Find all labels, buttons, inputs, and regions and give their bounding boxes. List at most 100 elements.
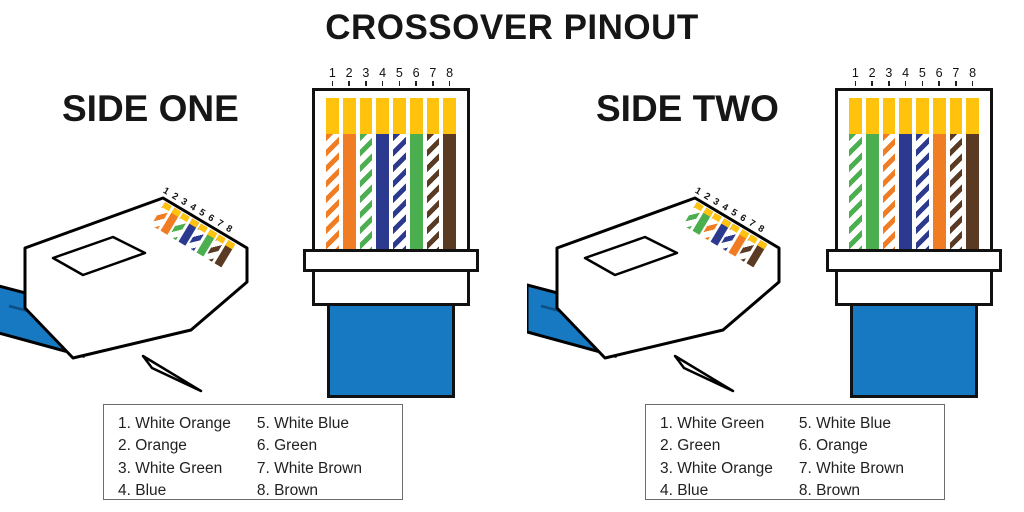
gold-contact [409,98,423,134]
legend-entry: 7. White Brown [798,459,904,477]
pin-number-4: 4 [899,66,912,86]
legend-entry: 3. White Orange [660,459,773,477]
pin-number-4: 4 [376,66,389,86]
pin-number-2: 2 [343,66,356,86]
legend-entry: 3. White Green [118,459,223,477]
pin-number-2: 2 [866,66,879,86]
pin-number-6: 6 [933,66,946,86]
cable [327,306,455,398]
legend-entry: 1. White Orange [118,415,231,432]
gold-contact [849,98,862,134]
legend-entry: 5. White Blue [798,415,892,432]
wire-bundle [326,98,456,254]
wire-blue [376,134,389,254]
wire-pin-1 [326,98,339,254]
pin-number-1: 1 [849,66,862,86]
legend-entry: 6. Green [256,437,318,455]
gold-contact [949,98,963,134]
pin-number-5: 5 [393,66,406,86]
wire-white-brown [426,134,440,254]
legend-entry: 2. Orange [118,437,187,455]
wire-pin-7 [949,98,963,254]
gold-contact [376,98,389,134]
wire-green [409,134,423,254]
wire-orange [342,134,356,254]
legend-entry: 4. Blue [660,482,709,500]
gold-contact [865,98,879,134]
pin-number-5: 5 [916,66,929,86]
wire-bundle [849,98,979,254]
wire-pin-4 [376,98,389,254]
wire-blue [899,134,912,254]
wire-brown [443,134,456,254]
wire-white-orange [882,134,896,254]
legend-entry: 6. Orange [798,437,868,455]
legend-column: 1. White Green 2. Green 3. White Orange … [660,413,773,499]
gold-contact [443,98,456,134]
legend-entry: 2. Green [660,437,721,455]
pin-number-7: 7 [950,66,963,86]
legend-entry: 7. White Brown [256,459,362,477]
wire-pin-3 [359,98,373,254]
legend-entry: 5. White Blue [256,415,350,432]
wire-pin-6 [932,98,946,254]
wire-pin-1 [849,98,862,254]
wire-pin-6 [409,98,423,254]
wire-white-brown [949,134,963,254]
pin-number-7: 7 [427,66,440,86]
wire-pin-8 [443,98,456,254]
pin-number-6: 6 [410,66,423,86]
gold-contact [932,98,946,134]
pin-number-1: 1 [326,66,339,86]
wire-white-orange [326,134,339,254]
wire-pin-8 [966,98,979,254]
wire-brown [966,134,979,254]
legend-entry: 8. Brown [798,482,861,500]
wire-pin-5 [916,98,929,254]
cable [850,306,978,398]
latch-clip [141,354,203,393]
legend-entry: 1. White Green [660,415,765,432]
wire-pin-4 [899,98,912,254]
wire-pin-2 [342,98,356,254]
gold-contact [882,98,896,134]
gold-contact [359,98,373,134]
strain-relief-bar [826,249,1002,272]
legend-column: 1. White Orange 2. Orange 3. White Green… [118,413,231,499]
strain-relief-bar [303,249,479,272]
rj45-plug-drawing [525,196,781,393]
wire-green [865,134,879,254]
wire-white-blue [393,134,406,254]
latch-window [583,235,679,277]
wire-pin-2 [865,98,879,254]
legend-side-two: 1. White Green 2. Green 3. White Orange … [645,404,945,500]
wire-pin-7 [426,98,440,254]
gold-contact [393,98,406,134]
wire-pin-3 [882,98,896,254]
pin-number-3: 3 [360,66,373,86]
gold-contact [426,98,440,134]
rj45-plug-drawing [0,196,249,393]
gold-contact [342,98,356,134]
gold-contact [899,98,912,134]
page-title: CROSSOVER PINOUT [325,8,699,47]
wire-white-green [849,134,862,254]
legend-entry: 8. Brown [256,482,319,500]
wire-pin-5 [393,98,406,254]
legend-entry: 4. Blue [118,482,167,500]
gold-contact [966,98,979,134]
side-one-heading: SIDE ONE [62,88,239,129]
pin-number-3: 3 [883,66,896,86]
pin-number-8: 8 [443,66,456,86]
connector-body [303,88,479,306]
latch-window [51,235,147,277]
legend-column: 5. White Blue 6. Green 7. White Brown 8.… [256,413,362,499]
